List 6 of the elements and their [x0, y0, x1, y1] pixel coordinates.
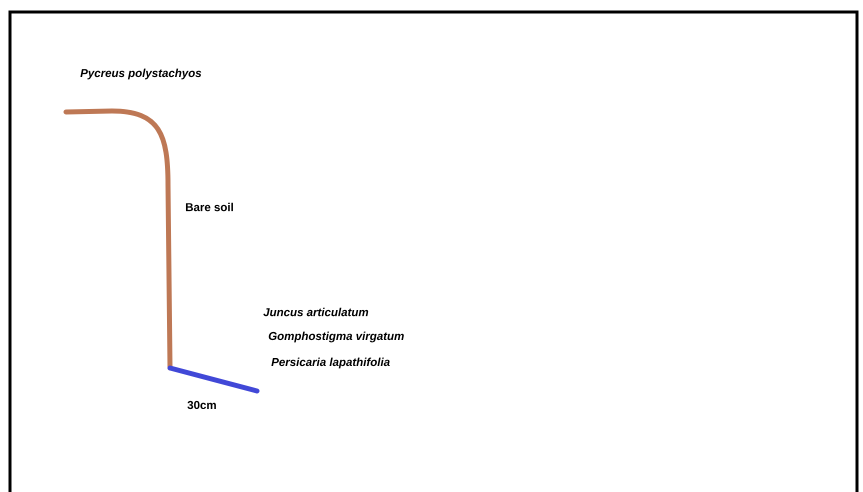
species-label: Gomphostigma virgatum — [268, 332, 404, 342]
species-label: Pycreus polystachyos — [80, 68, 202, 80]
species-label: Juncus articulatum — [263, 308, 368, 316]
zone-label: Bare soil — [186, 202, 233, 212]
dimension-label: 30cm — [187, 400, 216, 410]
species-label: Persicaria lapathifolia — [271, 358, 390, 368]
